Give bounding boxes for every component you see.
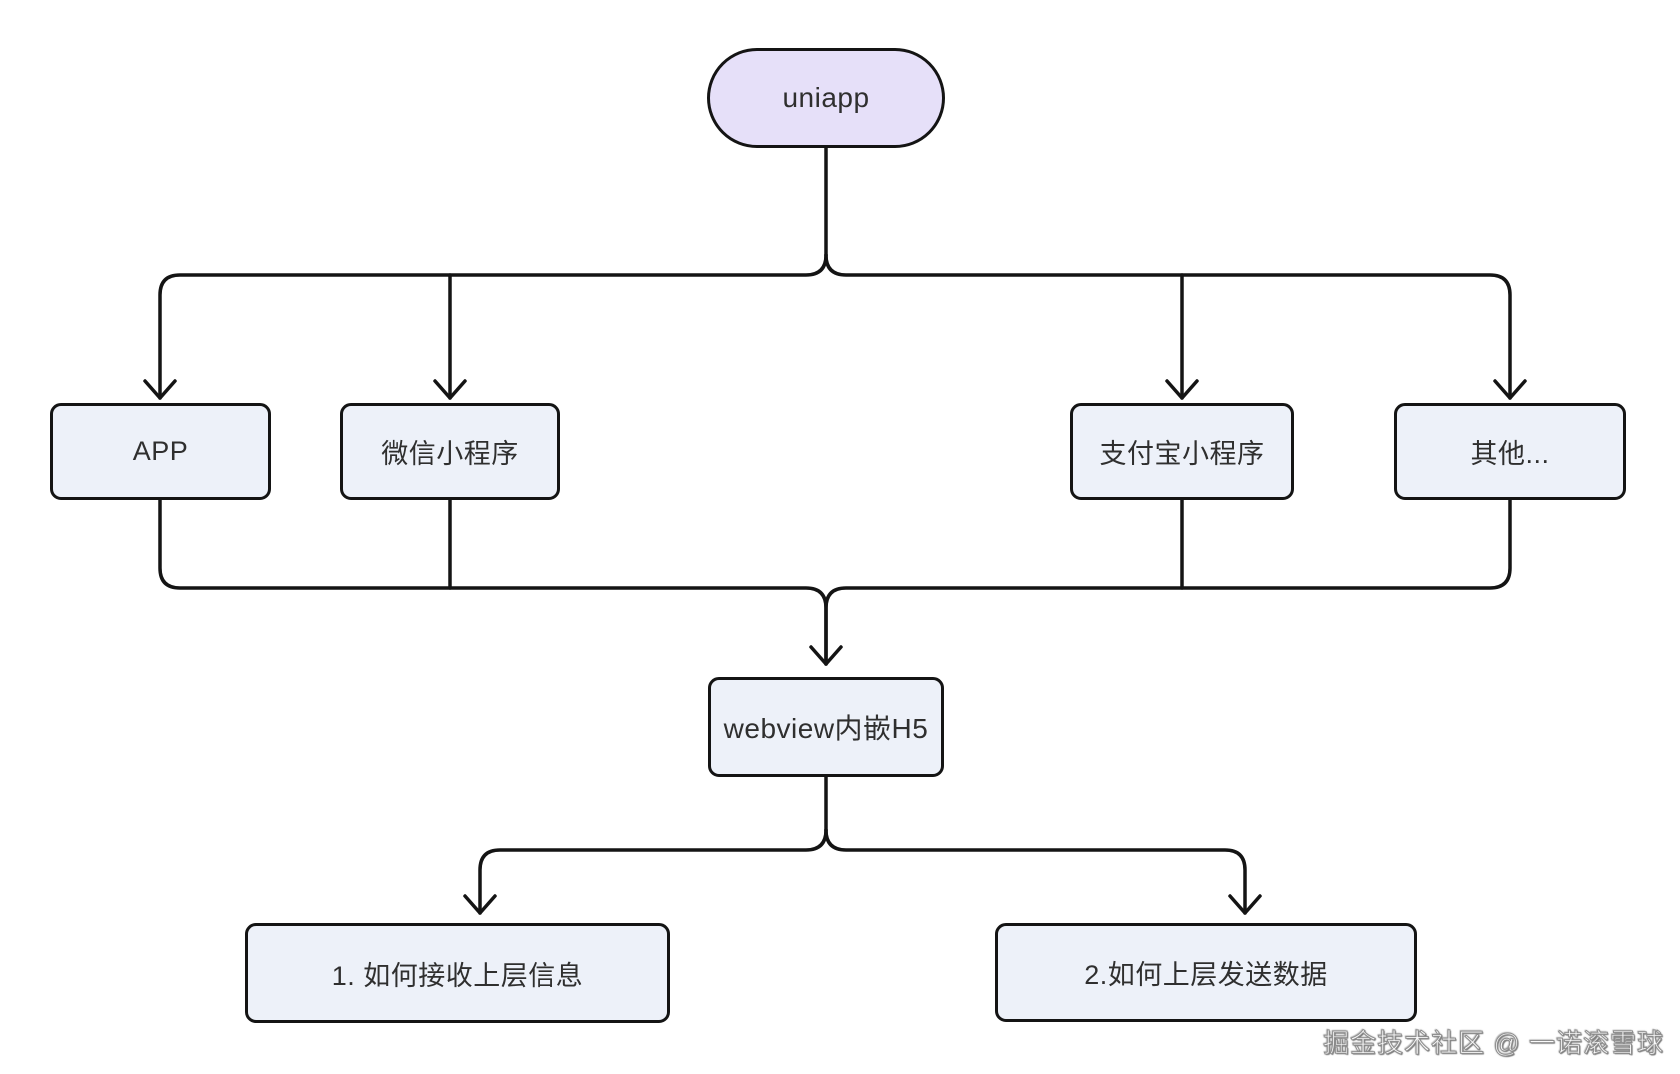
- arrowhead-q2: [1228, 894, 1262, 915]
- arrowhead-app: [143, 379, 177, 400]
- node-app: APP: [50, 403, 271, 500]
- node-other: 其他...: [1394, 403, 1626, 500]
- node-question-receive-upper-message: 1. 如何接收上层信息: [245, 923, 670, 1023]
- node-wechat-miniprogram: 微信小程序: [340, 403, 560, 500]
- edge-uniapp-to-other: [824, 253, 1512, 400]
- arrowhead-q1: [463, 894, 497, 915]
- edge-uniapp-to-app: [158, 253, 828, 400]
- arrowhead-alipay: [1165, 379, 1199, 400]
- node-alipay-miniprogram: 支付宝小程序: [1070, 403, 1294, 500]
- edge-other-to-webview: [824, 498, 1512, 666]
- node-uniapp: uniapp: [707, 48, 945, 148]
- node-question-send-data-to-upper: 2.如何上层发送数据: [995, 923, 1417, 1022]
- arrowhead-wechat: [433, 379, 467, 400]
- watermark-text: 掘金技术社区 @ 一诺滚雪球: [1323, 1028, 1664, 1059]
- edge-app-to-webview: [158, 498, 828, 666]
- edge-webview-to-q2: [824, 828, 1247, 915]
- arrowhead-other: [1493, 379, 1527, 400]
- edge-webview-to-q1: [478, 828, 828, 915]
- node-webview-embedded-h5: webview内嵌H5: [708, 677, 944, 777]
- arrowhead-webview: [809, 645, 843, 666]
